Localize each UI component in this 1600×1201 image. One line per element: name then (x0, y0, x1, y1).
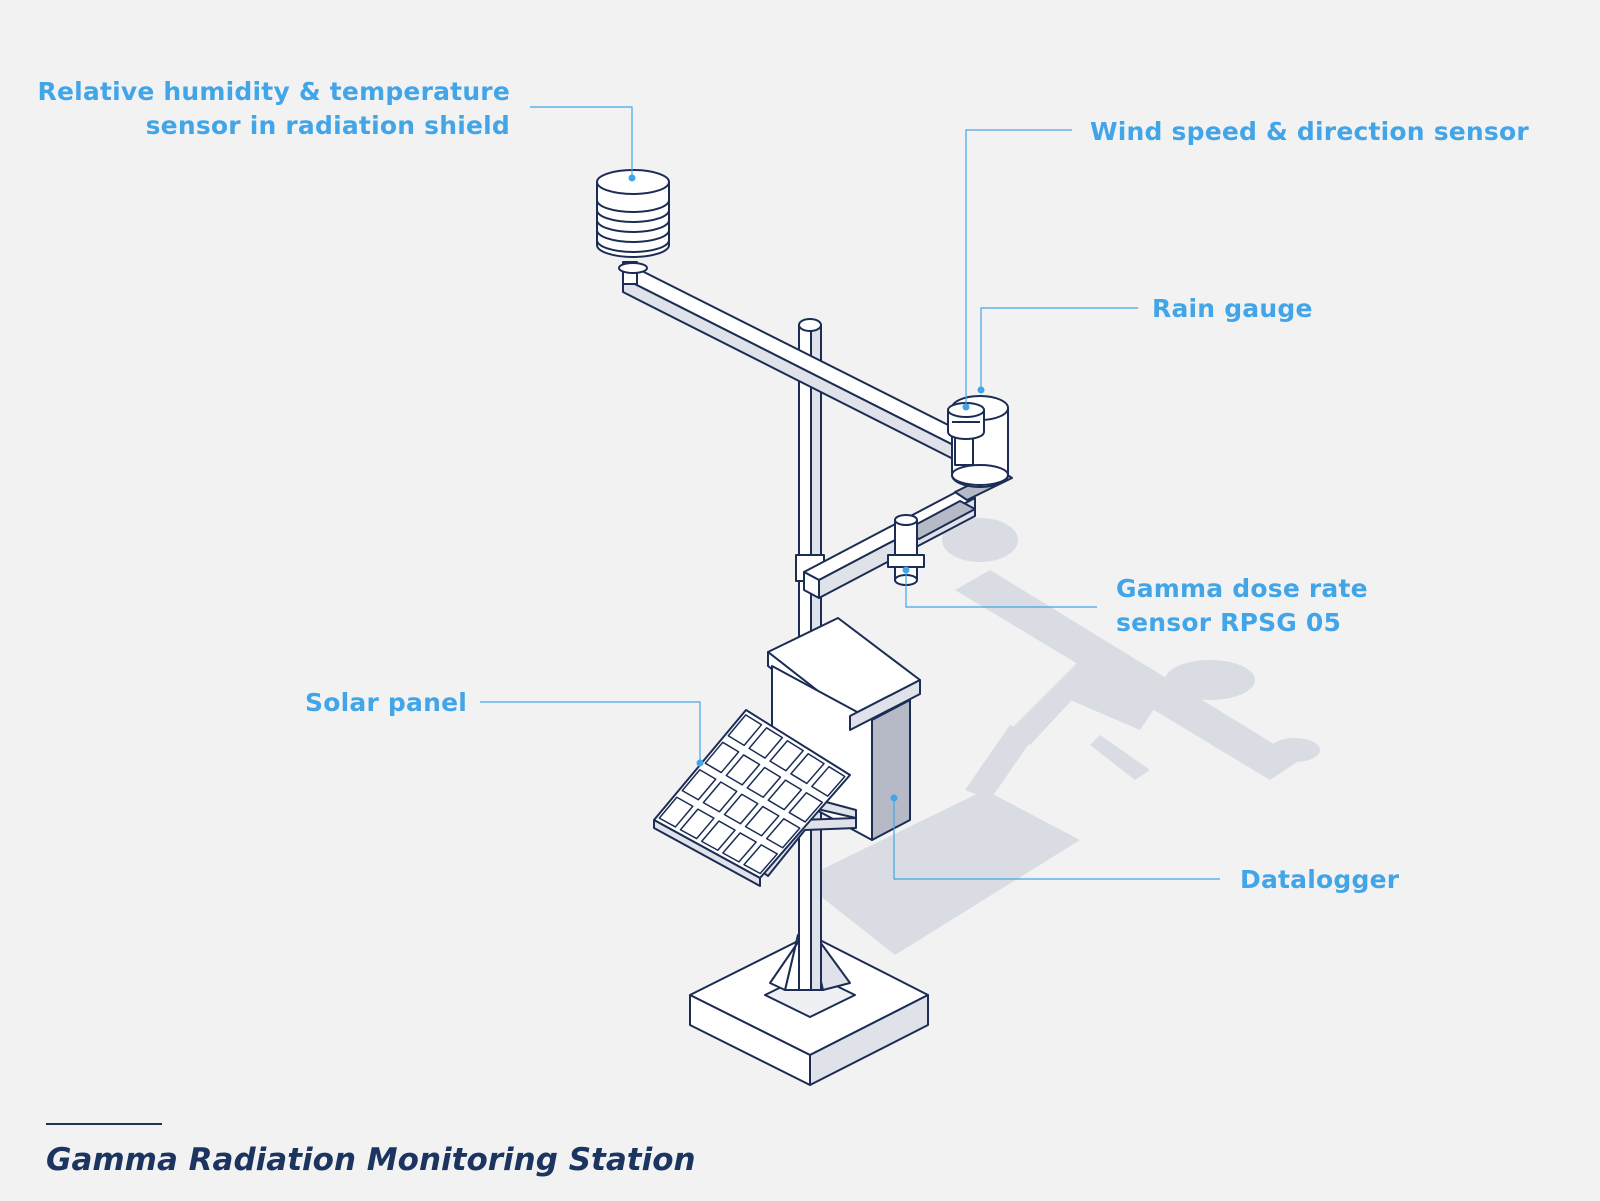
leader-datalogger (893, 798, 1220, 880)
title-rule (46, 1123, 162, 1125)
solar-cell (725, 754, 761, 786)
page-title: Gamma Radiation Monitoring Station (46, 1142, 696, 1178)
leader-lines (480, 106, 1220, 880)
label-gamma-sensor: Gamma dose rate sensor RPSG 05 (1116, 574, 1368, 637)
solar-cell (746, 766, 782, 798)
solar-cells (658, 714, 846, 875)
solar-cell (681, 769, 717, 801)
leader-gamma (905, 570, 1097, 608)
solar-cell (743, 844, 779, 875)
solar-cell (769, 740, 804, 772)
label-humidity-sensor: Relative humidity & temperature sensor i… (37, 77, 510, 140)
solar-cell (679, 808, 715, 840)
solar-cell (788, 791, 824, 823)
leader-solar (480, 701, 701, 763)
leader-humidity (530, 106, 633, 178)
solar-cell (704, 741, 740, 774)
solar-cell (767, 779, 803, 811)
label-wind-sensor: Wind speed & direction sensor (1090, 117, 1529, 146)
label-datalogger: Datalogger (1240, 865, 1400, 894)
station-outline (596, 169, 1013, 1086)
solar-cell (700, 820, 736, 851)
label-solar-panel: Solar panel (305, 688, 467, 717)
solar-cell (727, 714, 763, 747)
leader-dots (628, 174, 985, 802)
radiation-shield (596, 169, 670, 274)
wind-sensor (947, 402, 985, 466)
solar-cell (702, 781, 738, 813)
solar-cell (765, 818, 801, 849)
label-rain-gauge: Rain gauge (1152, 294, 1313, 323)
solar-cell (811, 765, 846, 797)
leader-wind (965, 129, 1072, 407)
solar-cell (658, 796, 694, 828)
solar-cell (748, 727, 784, 759)
solar-cell (722, 832, 757, 863)
ground-shadow (800, 518, 1320, 955)
solar-cell (790, 752, 825, 785)
solar-cell (744, 805, 780, 837)
solar-panel (653, 709, 851, 887)
solar-cell (723, 793, 759, 825)
leader-rain (980, 307, 1138, 390)
